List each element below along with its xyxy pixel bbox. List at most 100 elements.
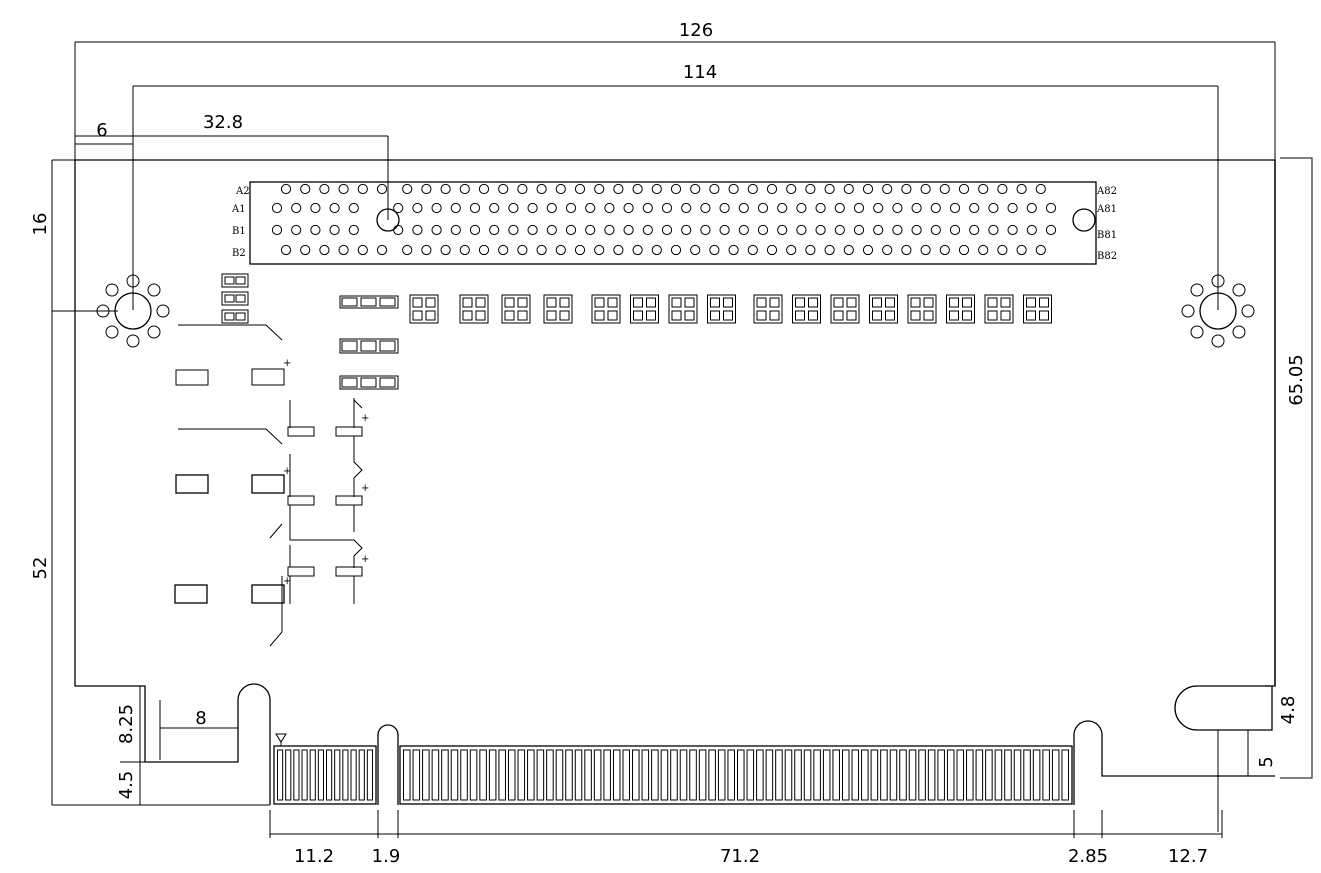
- edge-finger: [517, 749, 526, 801]
- edge-finger: [918, 749, 926, 801]
- edge-finger: [612, 749, 621, 801]
- connector-pin: [661, 202, 673, 214]
- connector-pin: [357, 183, 368, 195]
- edge-finger: [488, 749, 497, 801]
- dimension-lines: [51, 41, 1313, 838]
- edge-finger: [832, 749, 840, 801]
- svg-text:+: +: [283, 358, 291, 369]
- smd-pad: [379, 340, 396, 352]
- connector-pin: [834, 224, 845, 236]
- edge-finger: [469, 749, 478, 801]
- connector-pin: [271, 224, 283, 236]
- edge-finger: [975, 749, 984, 801]
- connector-pin: [478, 244, 490, 256]
- connector-pin: [632, 183, 643, 195]
- connector-pin: [766, 183, 778, 195]
- connector-pin: [862, 183, 874, 195]
- connector-pin: [402, 183, 413, 195]
- mounting-hole-right: [1181, 274, 1255, 348]
- edge-finger: [1061, 749, 1070, 801]
- component-pad: [501, 294, 531, 324]
- connector-pin: [1026, 224, 1037, 236]
- connector-pin: [393, 202, 404, 214]
- smd-pad: [360, 340, 377, 352]
- mounting-hole-via: [1190, 325, 1204, 339]
- edge-fingers-left: [277, 749, 374, 801]
- power-components: + + + + + +: [174, 324, 369, 647]
- pin-label-b1: B1: [232, 226, 246, 237]
- dimension-labels: 126 114 6 32.8 16 52 65.05 8.25 4.5 8 4.…: [30, 20, 1307, 867]
- edge-finger: [1013, 749, 1022, 801]
- connector-pin: [777, 224, 788, 236]
- smd-pad: [341, 340, 358, 352]
- edge-finger: [717, 749, 726, 801]
- connector-pin: [440, 244, 451, 256]
- connector-pin: [376, 183, 388, 195]
- connector-pin: [431, 202, 442, 214]
- connector-pin: [393, 224, 404, 236]
- connector-pin: [728, 183, 739, 195]
- smd-pad: [341, 297, 358, 307]
- connector-pin: [271, 202, 283, 214]
- component-pad: [543, 294, 573, 324]
- connector-pin: [291, 224, 302, 236]
- dim-seg-a: 11.2: [294, 846, 334, 867]
- connector-pin: [700, 202, 711, 214]
- edge-finger: [966, 749, 974, 801]
- connector-pin: [670, 183, 682, 195]
- connector-pin: [310, 224, 321, 236]
- dim-notch-height: 8.25: [116, 704, 137, 744]
- connector-pin: [911, 224, 922, 236]
- connector-pin: [766, 244, 778, 256]
- connector-pin: [280, 244, 292, 256]
- connector-pin: [517, 244, 528, 256]
- connector-pin: [1007, 202, 1018, 214]
- svg-text:+: +: [283, 466, 291, 477]
- dim-top-offset: 16: [30, 213, 51, 236]
- edge-finger: [899, 749, 907, 801]
- smd-pad-area: [221, 273, 399, 390]
- connector-pin: [1045, 202, 1057, 214]
- connector-pin: [958, 183, 970, 195]
- edge-finger: [350, 749, 357, 801]
- edge-finger: [342, 749, 349, 801]
- component-pad: [753, 294, 783, 324]
- connector-pin: [459, 183, 470, 195]
- edge-finger: [317, 749, 325, 801]
- mounting-hole-via: [105, 325, 119, 339]
- connector-pin: [319, 244, 330, 256]
- connector-pin: [958, 244, 970, 256]
- connector-pin: [670, 244, 682, 256]
- mounting-hole-left: [96, 274, 170, 348]
- connector-pin: [555, 183, 566, 195]
- connector-pin: [892, 224, 903, 236]
- connector-pin: [527, 202, 538, 214]
- smd-pad: [235, 294, 246, 303]
- svg-text:+: +: [283, 576, 291, 587]
- mounting-hole-via: [96, 304, 110, 318]
- edge-finger: [412, 749, 421, 801]
- connector-pin: [939, 183, 950, 195]
- connector-pin: [777, 202, 788, 214]
- edge-finger: [746, 749, 755, 801]
- connector-pin: [517, 183, 528, 195]
- edge-finger: [301, 749, 308, 801]
- connector-pin: [412, 224, 423, 236]
- component-pad: [1023, 294, 1052, 324]
- connector-pin: [969, 202, 980, 214]
- smd-pad: [360, 377, 377, 388]
- edge-finger: [822, 749, 831, 801]
- connector-pin: [300, 183, 311, 195]
- component-pad: [830, 294, 860, 324]
- connector-pin: [338, 244, 349, 256]
- connector-pin: [604, 202, 615, 214]
- mounting-hole-via: [1181, 304, 1195, 318]
- connector-key-hole: [376, 208, 400, 232]
- edge-finger: [679, 749, 688, 801]
- connector-pin: [892, 202, 903, 214]
- connector-pin: [709, 244, 720, 256]
- connector-pin: [757, 224, 769, 236]
- connector-pin: [862, 244, 874, 256]
- connector-pin: [988, 202, 999, 214]
